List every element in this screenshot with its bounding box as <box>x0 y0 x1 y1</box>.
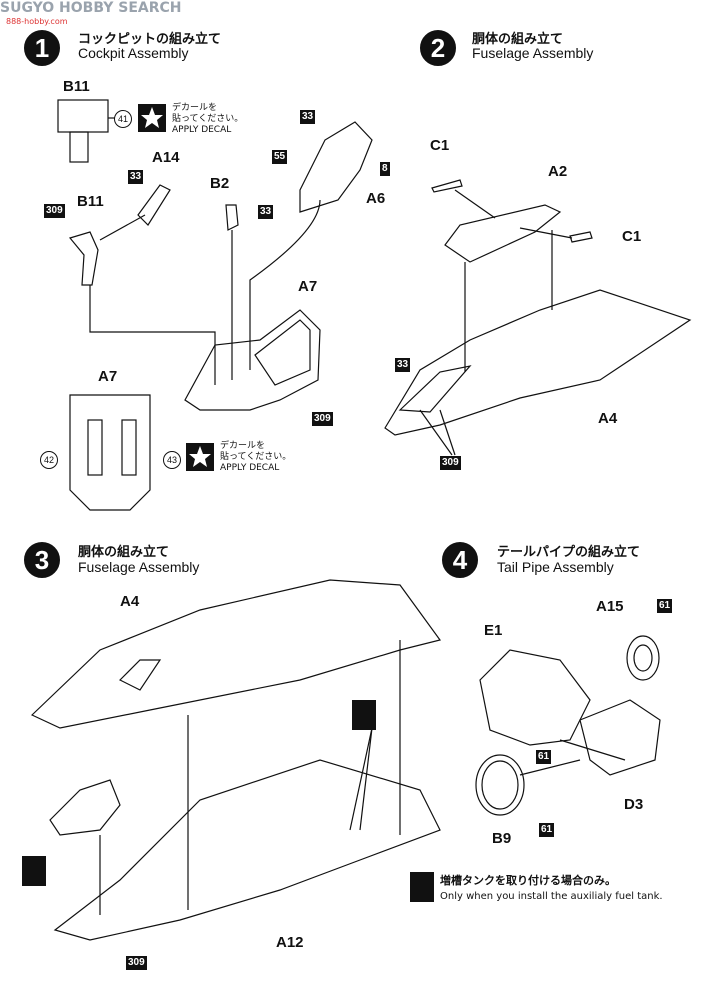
step-2-number: 2 <box>420 30 456 66</box>
part-label-a4-step3: A4 <box>120 593 140 610</box>
part-label-b11-top: B11 <box>63 78 90 95</box>
part-label-e1: E1 <box>484 622 503 639</box>
decal-star-icon-2 <box>186 443 214 471</box>
ring-b9-drawing <box>475 754 525 816</box>
step-3-title-en: Fuselage Assembly <box>78 559 200 575</box>
part-label-a6: A6 <box>366 190 386 207</box>
step-2-title-en: Fuselage Assembly <box>472 45 594 61</box>
cement-icon-2 <box>22 856 46 886</box>
decal-note-2-line2: 貼ってください。 <box>220 452 292 462</box>
watermark-url: 888-hobby.com <box>6 17 68 26</box>
part-c1-top-drawing <box>431 179 463 193</box>
part-label-d3: D3 <box>624 796 644 813</box>
part-b2-drawing <box>225 204 239 231</box>
color-badge-33-step2: 33 <box>395 358 411 372</box>
seat-step3-drawing <box>49 779 121 836</box>
part-label-a12: A12 <box>276 934 304 951</box>
fuel-tank-note-jp: 増槽タンクを取り付ける場合のみ。 <box>440 874 616 887</box>
decal-number-41: 41 <box>114 110 132 128</box>
color-badge-61-a15: 61 <box>657 599 673 613</box>
cement-icon <box>352 700 376 730</box>
color-badge-33-b2: 33 <box>258 205 274 219</box>
cement-icon-3 <box>410 872 434 902</box>
fuel-tank-note-en: Only when you install the auxilialy fuel… <box>440 891 663 902</box>
color-badge-61-e1: 61 <box>536 750 552 764</box>
color-badge-309-a7: 309 <box>312 412 333 426</box>
part-c1-right-drawing <box>569 231 593 243</box>
part-label-a7-left: A7 <box>98 368 118 385</box>
decal-note-1-line3: APPLY DECAL <box>172 125 232 135</box>
part-label-a14: A14 <box>152 149 180 166</box>
part-label-b2: B2 <box>210 175 230 192</box>
part-label-a2: A2 <box>548 163 568 180</box>
part-a14-drawing <box>137 184 171 226</box>
part-label-b11-left: B11 <box>77 193 104 210</box>
step-2-title-jp: 胴体の組み立て <box>472 32 564 47</box>
step-1-number: 1 <box>24 30 60 66</box>
color-badge-8-a6: 8 <box>380 162 390 176</box>
step-3-number: 3 <box>24 542 60 578</box>
step-4-title-en: Tail Pipe Assembly <box>497 559 614 575</box>
decal-note-1-line2: 貼ってください。 <box>172 114 244 124</box>
lower-fuselage-a12-drawing <box>53 759 441 941</box>
part-label-c1-right: C1 <box>622 228 642 245</box>
part-label-a4-step2: A4 <box>598 410 618 427</box>
decal-note-2-line1: デカールを <box>220 441 266 451</box>
decal-number-43: 43 <box>163 451 181 469</box>
part-label-b9: B9 <box>492 830 512 847</box>
cockpit-plan-drawing <box>69 394 151 511</box>
tail-pipe-d3-drawing <box>579 699 661 776</box>
exhaust-ring-a15-drawing <box>626 635 660 681</box>
decal-star-icon <box>138 104 166 132</box>
color-badge-61-b9: 61 <box>539 823 555 837</box>
fuselage-a4-step3-drawing <box>30 579 442 729</box>
tail-pipe-e1-drawing <box>479 649 591 746</box>
cockpit-tub-a7-drawing <box>184 309 321 411</box>
step-1-title-en: Cockpit Assembly <box>78 45 189 61</box>
part-label-a15: A15 <box>596 598 624 615</box>
color-badge-309-step3: 309 <box>126 956 147 970</box>
instrument-panel-drawing <box>57 99 109 133</box>
decal-note-2-line3: APPLY DECAL <box>220 463 280 473</box>
step-3-title-jp: 胴体の組み立て <box>78 545 170 560</box>
part-label-c1-top: C1 <box>430 137 450 154</box>
part-b11-stick-drawing <box>68 231 99 286</box>
part-label-a7-center: A7 <box>298 278 318 295</box>
color-badge-309-b11: 309 <box>44 204 65 218</box>
color-badge-309-step2: 309 <box>440 456 461 470</box>
fuselage-a4-step2-drawing <box>384 289 692 436</box>
watermark: SUGYO HOBBY SEARCH <box>0 0 182 16</box>
decal-note-1-line1: デカールを <box>172 103 218 113</box>
seat-a6-drawing <box>299 121 373 213</box>
color-badge-33-a14: 33 <box>128 170 144 184</box>
decal-number-42: 42 <box>40 451 58 469</box>
color-badge-55-a6: 55 <box>272 150 288 164</box>
color-badge-33-a6: 33 <box>300 110 316 124</box>
step-4-title-jp: テールパイプの組み立て <box>497 545 641 560</box>
step-1-title-jp: コックピットの組み立て <box>78 32 222 47</box>
step-4-number: 4 <box>442 542 478 578</box>
canopy-a2-drawing <box>444 204 562 263</box>
